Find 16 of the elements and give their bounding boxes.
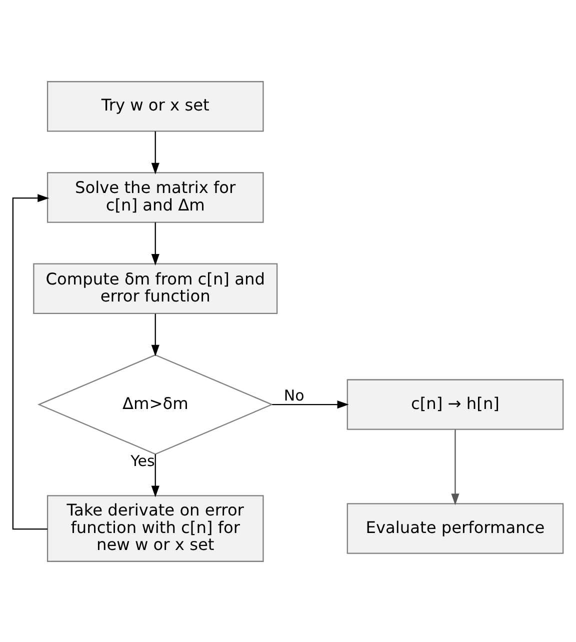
arrow — [12, 194, 50, 530]
node-box: Solve the matrix for c[n] and Δm — [46, 172, 264, 222]
edge-label: No — [284, 386, 304, 404]
arrow — [151, 313, 160, 356]
node-box: Evaluate performance — [346, 502, 564, 554]
arrow — [451, 429, 460, 505]
arrow — [272, 400, 349, 408]
node-box: Compute δm from c[n] and error function — [33, 262, 278, 314]
arrow — [151, 222, 160, 266]
edge-label: Yes — [130, 452, 155, 470]
arrow — [151, 130, 160, 174]
arrow — [151, 454, 160, 497]
node-box: c[n] → h[n] — [346, 378, 564, 430]
node-diamond: Δm>δm — [37, 354, 274, 454]
node-box: Try w or x set — [46, 80, 264, 132]
node-box: Take derivate on error function with c[n] for new w or x set — [46, 494, 264, 562]
